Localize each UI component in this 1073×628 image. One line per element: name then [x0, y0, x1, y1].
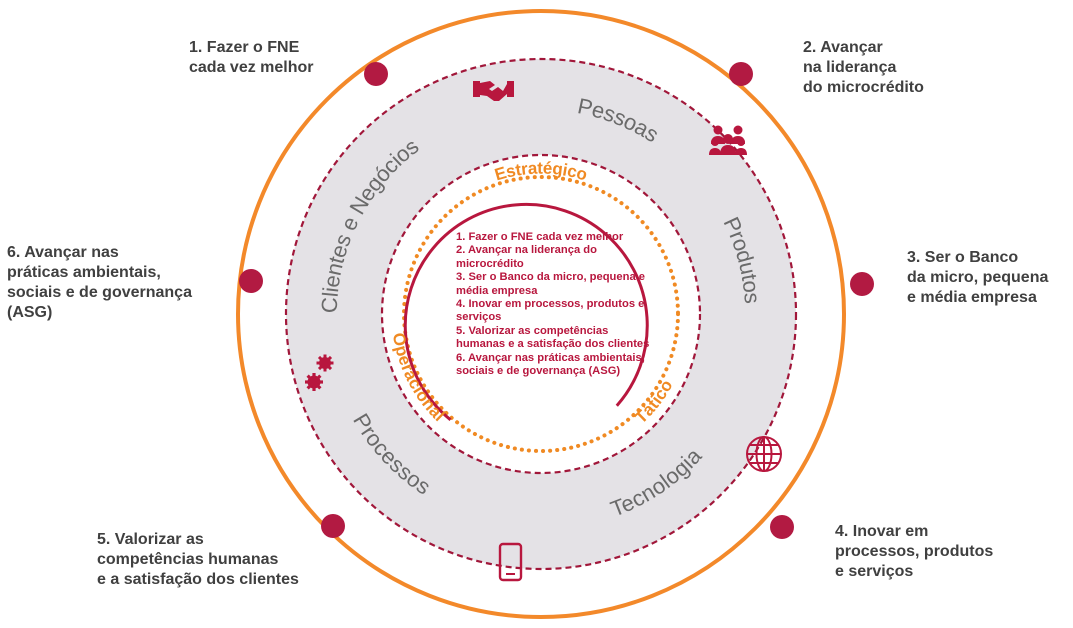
center-list-line: 5. Valorizar as competências — [456, 324, 609, 337]
objective-dot-5 — [321, 514, 345, 538]
objective-5-label: 5. Valorizar as competências humanas e a… — [97, 530, 299, 590]
objective-2-line-3: do microcrédito — [803, 79, 924, 96]
objective-3-line-3: e média empresa — [907, 289, 1037, 306]
objective-3-line-2: da micro, pequena — [907, 269, 1049, 286]
objective-5-line-2: competências humanas — [97, 551, 279, 568]
objective-6-line-2: práticas ambientais, — [7, 264, 161, 281]
outer-dashed-ring — [284, 57, 798, 571]
objective-dot-3 — [850, 272, 874, 296]
inner-dashed-ring — [380, 153, 702, 475]
objective-3-label: 3. Ser o Banco da micro, pequena e média… — [907, 248, 1048, 308]
inner-crimson-arc — [403, 202, 649, 421]
objective-dot-1 — [364, 62, 388, 86]
objective-dot-2 — [729, 62, 753, 86]
center-list-line: 6. Avançar nas práticas ambientais, — [456, 351, 645, 364]
objective-6-line-3: sociais e de governança — [7, 284, 192, 301]
center-list-line: humanas e a satisfação dos clientes — [456, 338, 650, 351]
center-list-line: serviços — [456, 311, 502, 324]
smartphone-icon — [498, 542, 523, 582]
center-list-line: microcrédito — [456, 257, 524, 270]
objective-1-line-2: cada vez melhor — [189, 59, 314, 76]
band-fill — [286, 59, 796, 569]
gears-icon — [305, 354, 334, 391]
center-list-line: 4. Inovar em processos, produtos e — [456, 298, 645, 311]
objective-2-line-1: 2. Avançar — [803, 39, 883, 56]
dotted-level-ring — [402, 175, 680, 453]
center-list-line: média empresa — [456, 284, 538, 297]
objective-1-line-1: 1. Fazer o FNE — [189, 39, 300, 56]
objective-4-label: 4. Inovar em processos, produtos e servi… — [835, 522, 993, 582]
objective-1-label: 1. Fazer o FNE cada vez melhor — [189, 38, 314, 78]
outer-ring — [236, 9, 846, 619]
objective-6-label: 6. Avançar nas práticas ambientais, soci… — [7, 243, 192, 323]
objective-2-label: 2. Avançar na liderança do microcrédito — [803, 38, 924, 98]
objective-4-line-2: processos, produtos — [835, 543, 994, 560]
objective-6-line-4: (ASG) — [7, 304, 53, 321]
objective-2-line-2: na liderança — [803, 59, 897, 76]
center-list-line: 1. Fazer o FNE cada vez melhor — [456, 231, 624, 243]
objective-4-line-1: 4. Inovar em — [835, 523, 929, 540]
globe-icon — [746, 436, 782, 472]
handshake-icon — [473, 81, 514, 101]
objective-5-line-3: e a satisfação dos clientes — [97, 571, 299, 588]
people-group-icon — [709, 125, 747, 155]
center-list-line: sociais e de governança (ASG) — [456, 365, 621, 378]
center-list-line: 2. Avançar na liderança do — [456, 244, 597, 257]
objective-6-line-1: 6. Avançar nas — [7, 244, 119, 261]
objective-3-line-1: 3. Ser o Banco — [907, 249, 1019, 266]
objective-5-line-1: 5. Valorizar as — [97, 531, 204, 548]
objective-dot-6 — [239, 269, 263, 293]
level-estrategico: Estratégico — [492, 159, 589, 185]
objective-dot-4 — [770, 515, 794, 539]
objective-4-line-3: e serviços — [835, 563, 914, 580]
center-objectives-list: 1. Fazer o FNE cada vez melhor 2. Avança… — [456, 231, 696, 378]
center-list-line: 3. Ser o Banco da micro, pequena e — [456, 271, 646, 284]
